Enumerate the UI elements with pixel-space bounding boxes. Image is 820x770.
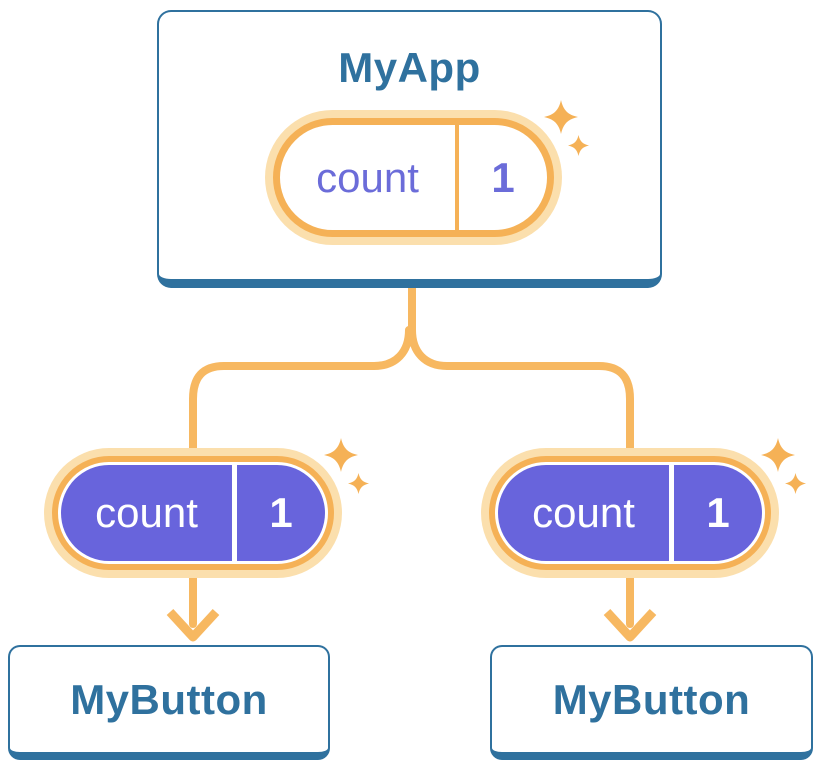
component-title: MyButton — [70, 675, 268, 723]
arrow-right-head-icon — [603, 608, 657, 642]
pill-divider — [455, 125, 459, 230]
prop-value: 1 — [706, 489, 730, 536]
branch-right-line — [408, 326, 634, 456]
state-pill-myapp: count 1 — [265, 100, 589, 245]
state-name: count — [316, 153, 419, 201]
pill-divider — [232, 465, 237, 561]
component-card-mybutton-right: MyButton — [490, 645, 813, 760]
prop-pill-ring: count 1 — [489, 456, 771, 570]
pill-divider — [669, 465, 674, 561]
sparkle-icon — [568, 135, 589, 156]
prop-pill-ring: count 1 — [52, 456, 334, 570]
sparkle-icon — [544, 100, 578, 134]
sparkle-icon — [785, 473, 806, 494]
component-title: MyButton — [552, 675, 751, 723]
prop-pill-right: count 1 — [481, 438, 806, 578]
prop-name: count — [95, 489, 198, 536]
prop-name: count — [532, 489, 635, 536]
component-card-mybutton-left: MyButton — [8, 645, 330, 760]
sparkle-icon — [761, 438, 795, 472]
state-pill-ring: count 1 — [273, 118, 554, 237]
sparkle-icon — [324, 438, 358, 472]
branch-left-line — [189, 326, 413, 456]
sparkle-icon — [348, 473, 369, 494]
arrow-left-head-icon — [166, 608, 220, 642]
prop-value: 1 — [269, 489, 293, 536]
state-value: 1 — [491, 153, 515, 201]
component-title: MyApp — [338, 44, 481, 91]
prop-pill-left: count 1 — [44, 438, 369, 578]
